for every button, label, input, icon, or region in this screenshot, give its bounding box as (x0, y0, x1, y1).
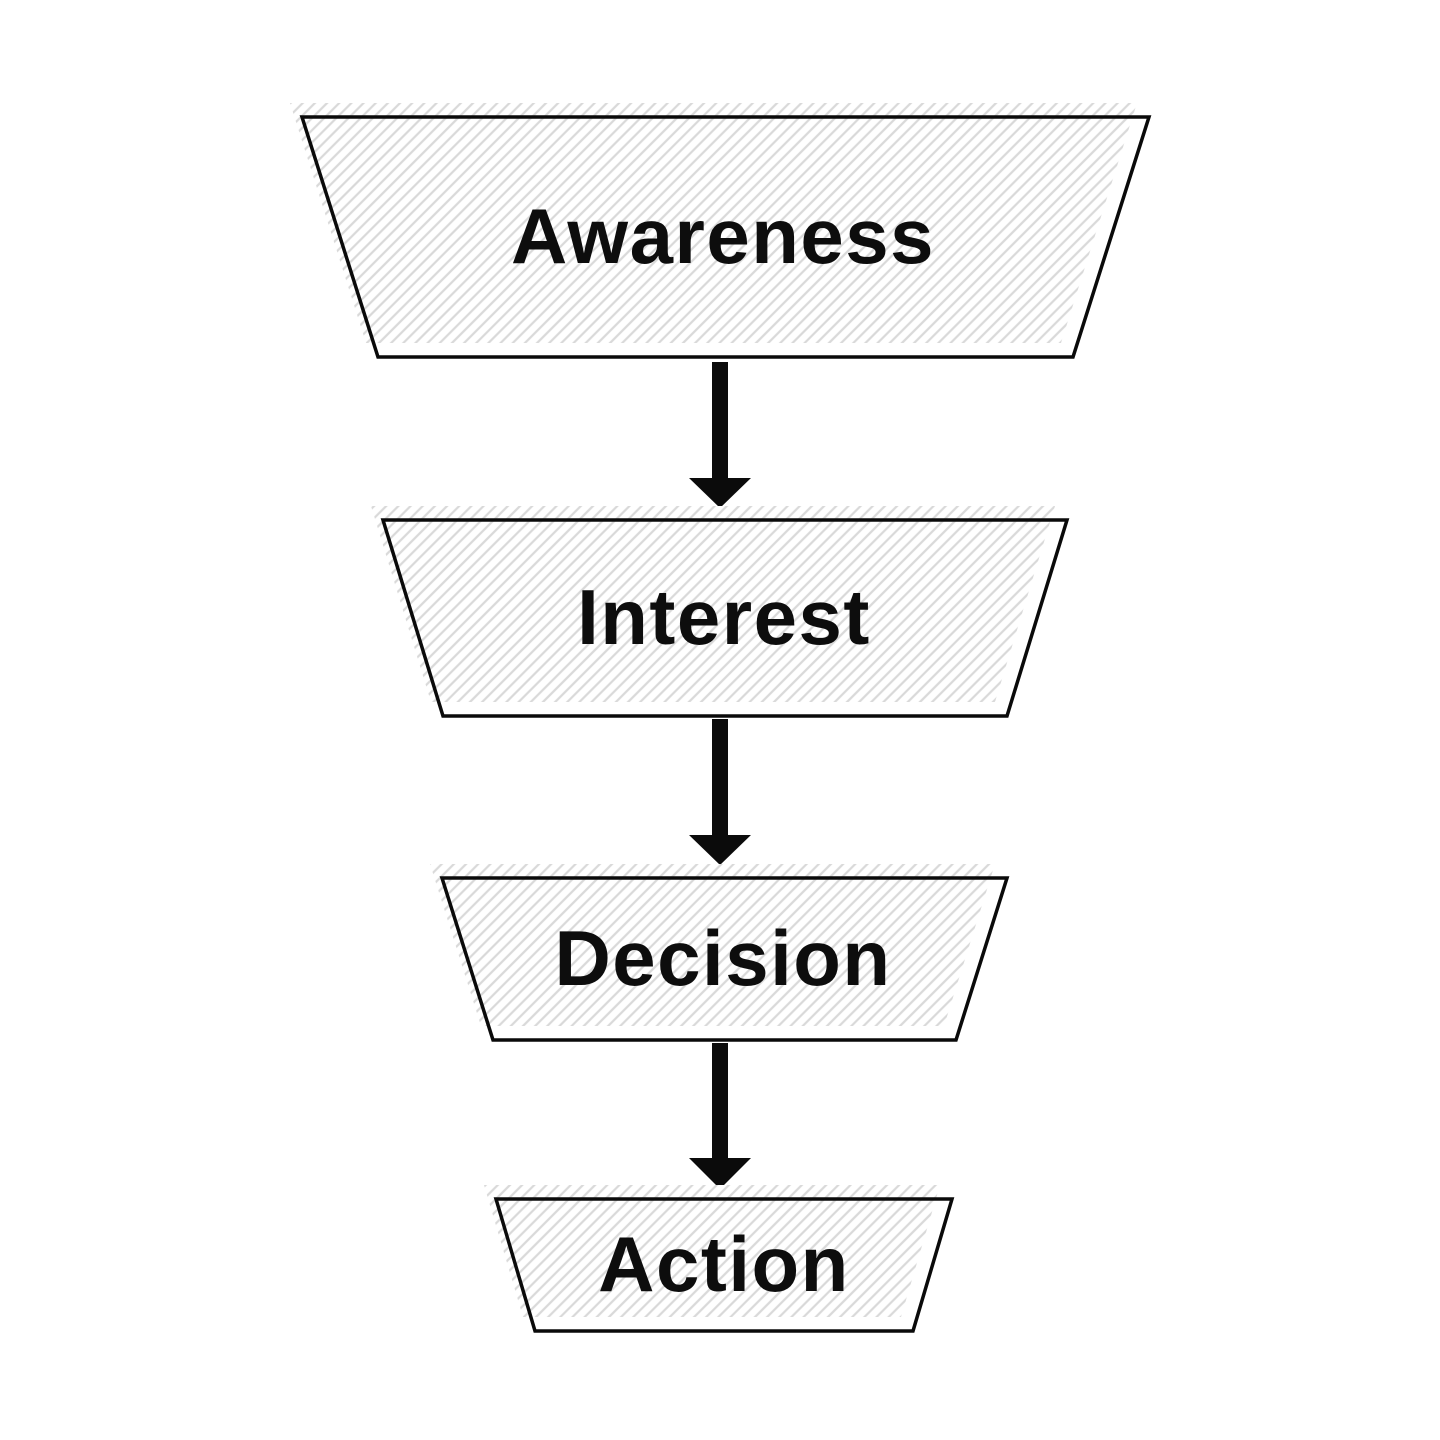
stage-awareness-label: Awareness (511, 192, 935, 280)
arrow-shaft (712, 719, 728, 836)
arrow-head (689, 835, 751, 865)
stage-action-outline (493, 1197, 955, 1333)
arrow-shaft (712, 362, 728, 479)
arrow-head (689, 478, 751, 508)
stage-decision-outline (439, 876, 1010, 1042)
stage-interest-outline (380, 518, 1070, 718)
stage-action: Action (484, 1185, 955, 1333)
stage-awareness: Awareness (290, 103, 1152, 359)
stage-action-label: Action (598, 1220, 850, 1308)
stage-decision: Decision (430, 864, 1010, 1042)
stage-interest: Interest (371, 506, 1070, 718)
arrow-interest-to-decision (689, 719, 751, 865)
arrow-shaft (712, 1043, 728, 1159)
stage-decision-label: Decision (554, 914, 891, 1002)
arrow-decision-to-action (689, 1043, 751, 1189)
stage-awareness-hatch-shadow (290, 103, 1137, 343)
stage-decision-hatch-shadow (430, 864, 995, 1026)
stage-interest-hatch-shadow (371, 506, 1055, 702)
stage-action-hatch-shadow (484, 1185, 940, 1317)
arrow-head (689, 1158, 751, 1189)
arrow-awareness-to-interest (689, 362, 751, 508)
stage-awareness-outline (299, 115, 1152, 359)
stage-interest-label: Interest (577, 573, 871, 661)
